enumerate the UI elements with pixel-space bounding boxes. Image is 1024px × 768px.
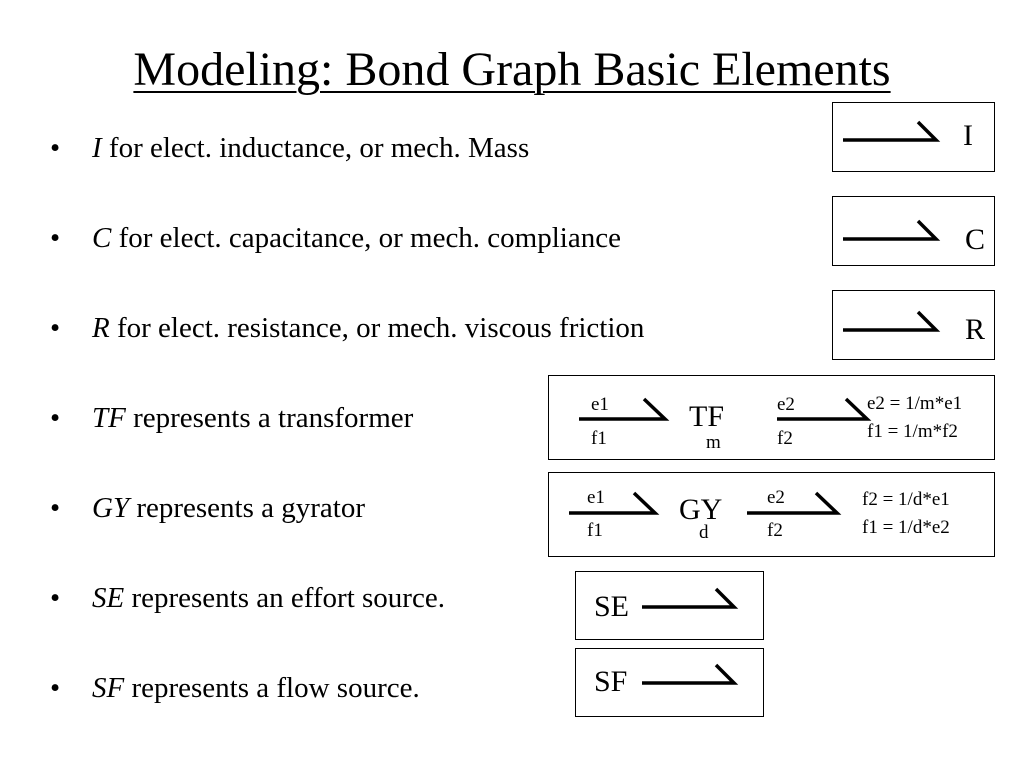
tf-input-effort: e1: [591, 394, 609, 415]
inertia-bond-diagram: I: [832, 102, 995, 172]
half-arrow-bond-icon: [642, 663, 739, 685]
tf-modulus: m: [706, 432, 721, 453]
tf-output-flow: f2: [777, 428, 793, 449]
tf-output-effort: e2: [777, 394, 795, 415]
bullet-marker: •: [50, 492, 61, 524]
tf-equation-effort: e2 = 1/m*e1: [867, 393, 963, 414]
flow-source-bond-diagram: SF: [575, 648, 764, 717]
transformer-bonds-icon: [579, 397, 872, 421]
bullet-flow-source: • SF represents a flow source.: [50, 670, 420, 706]
bullet-marker: •: [50, 312, 61, 344]
bullet-text: for elect. inductance, or mech. Mass: [101, 132, 530, 164]
gy-equation-flow-in: f1 = 1/d*e2: [862, 517, 950, 538]
capacitance-bond-diagram: C: [832, 196, 995, 266]
gy-output-effort: e2: [767, 487, 785, 508]
gy-output-flow: f2: [767, 520, 783, 541]
gy-equation-flow-out: f2 = 1/d*e1: [862, 489, 950, 510]
bullet-text: for elect. capacitance, or mech. complia…: [111, 222, 621, 254]
bullet-symbol: C: [92, 222, 112, 254]
capacitance-label: C: [965, 223, 986, 256]
bullet-symbol: R: [92, 312, 110, 344]
inertia-label: I: [963, 119, 973, 152]
bullet-effort-source: • SE represents an effort source.: [50, 580, 445, 616]
bullet-text: represents a gyrator: [129, 492, 366, 524]
bullet-gyrator: • GY represents a gyrator: [50, 490, 365, 526]
gy-modulus: d: [699, 522, 709, 543]
resistance-label: R: [965, 313, 986, 346]
bullet-inductance: • I for elect. inductance, or mech. Mass: [50, 130, 529, 166]
tf-element-label: TF: [689, 400, 725, 433]
gyrator-bonds-icon: [569, 491, 842, 515]
bullet-text: for elect. resistance, or mech. viscous …: [109, 312, 645, 344]
gy-element-label: GY: [679, 493, 723, 526]
tf-input-flow: f1: [591, 428, 607, 449]
bullet-symbol: TF: [92, 402, 126, 434]
half-arrow-bond-icon: [642, 587, 739, 609]
bullet-symbol: SF: [92, 672, 125, 704]
bullet-transformer: • TF represents a transformer: [50, 400, 413, 436]
bullet-text: represents a flow source.: [124, 672, 420, 704]
bullet-marker: •: [50, 672, 61, 704]
transformer-bond-diagram: e1 f1 TF m e2 f2 e2 = 1/m*e1 f1 = 1/m*f2: [548, 375, 995, 460]
gy-input-effort: e1: [587, 487, 605, 508]
bullet-text: represents an effort source.: [124, 582, 445, 614]
half-arrow-bond-icon: [843, 120, 941, 142]
effort-source-label: SE: [594, 590, 630, 623]
effort-source-bond-diagram: SE: [575, 571, 764, 640]
bullet-symbol: I: [92, 132, 102, 164]
bullet-text: represents a transformer: [125, 402, 414, 434]
gyrator-bond-diagram: e1 f1 GY d e2 f2 f2 = 1/d*e1 f1 = 1/d*e2: [548, 472, 995, 557]
bullet-symbol: GY: [92, 492, 130, 524]
tf-equation-flow: f1 = 1/m*f2: [867, 421, 958, 442]
bullet-marker: •: [50, 582, 61, 614]
bullet-symbol: SE: [92, 582, 125, 614]
bullet-marker: •: [50, 222, 61, 254]
page-title: Modeling: Bond Graph Basic Elements: [133, 43, 891, 96]
gy-input-flow: f1: [587, 520, 603, 541]
bullet-resistance: • R for elect. resistance, or mech. visco…: [50, 310, 644, 346]
bullet-capacitance: • C for elect. capacitance, or mech. comp…: [50, 220, 621, 256]
bullet-marker: •: [50, 402, 61, 434]
resistance-bond-diagram: R: [832, 290, 995, 360]
half-arrow-bond-icon: [843, 219, 941, 241]
half-arrow-bond-icon: [843, 310, 941, 332]
bullet-marker: •: [50, 132, 61, 164]
flow-source-label: SF: [594, 665, 628, 698]
